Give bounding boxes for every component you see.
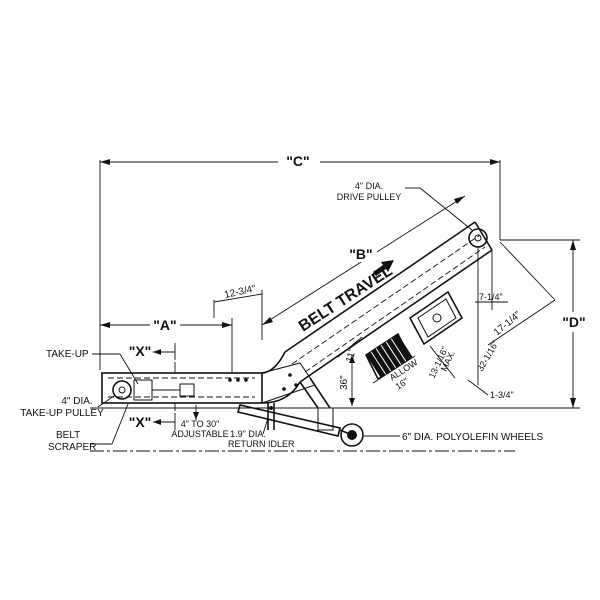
dimension-b: "B" <box>261 195 466 326</box>
take-up-callout: TAKE-UP <box>46 349 139 385</box>
adjustable-label-line1: 4" TO 30" <box>181 419 220 429</box>
return-idler-callout: 1.9" DIA. RETURN IDLER <box>228 417 295 449</box>
drive-pulley-label-line2: DRIVE PULLEY <box>337 192 402 202</box>
adjustable-callout: 4" TO 30" ADJUSTABLE <box>171 405 229 439</box>
dimension-x-bottom-label: "X" <box>129 414 152 430</box>
belt-scraper-callout: BELT SCRAPER <box>48 403 129 453</box>
dimension-1-3-4-label: 1-3/4" <box>490 390 514 400</box>
dimension-11: 11" <box>337 336 363 364</box>
dimension-12-3-4: 12-3/4" <box>213 283 263 340</box>
take-up-pulley-label-line2: TAKE-UP PULLEY <box>20 408 104 419</box>
belt-travel-arrow-icon <box>373 260 394 276</box>
dimension-x-top-label: "X" <box>129 343 152 359</box>
dimension-13-1-16: 13-1/16" MAX. <box>427 345 457 380</box>
belt-travel-label: BELT TRAVEL <box>296 262 396 335</box>
wheel-icon <box>340 423 364 447</box>
return-idler-label-line2: RETURN IDLER <box>228 439 295 449</box>
dimension-c: "C" <box>99 152 501 370</box>
dimension-a-label: "A" <box>153 317 176 333</box>
dimension-a: "A" <box>100 316 233 372</box>
wheels-callout: 6" DIA. POLYOLEFIN WHEELS <box>364 432 544 443</box>
dimension-36-label: 36" <box>339 375 350 390</box>
take-up-pulley-icon <box>112 380 132 400</box>
belt-scraper-label-line2: SCRAPER <box>48 442 96 453</box>
take-up-pulley-callout: 4" DIA. TAKE-UP PULLEY <box>20 395 115 419</box>
dimension-32-1-16-label: 32-1/16" <box>475 339 501 373</box>
undercarriage <box>237 377 364 447</box>
dimension-7-1-4-label: 7-1/4" <box>479 292 503 302</box>
take-up-label: TAKE-UP <box>46 349 89 360</box>
dimension-x-bottom: "X" <box>129 403 176 430</box>
dimension-11-label: 11" <box>344 347 358 364</box>
dimension-c-label: "C" <box>286 153 309 169</box>
dimension-d-label: "D" <box>562 314 585 330</box>
dimension-36: 36" <box>339 355 355 406</box>
dimension-x-top: "X" <box>129 343 176 373</box>
dimension-7-1-4: 7-1/4" <box>475 250 508 310</box>
dimension-32-1-16: 32-1/16" <box>475 246 501 385</box>
dimension-1-3-4: 1-3/4" <box>467 379 514 400</box>
drive-pulley-callout: 4" DIA. DRIVE PULLEY <box>337 181 473 231</box>
wheels-label: 6" DIA. POLYOLEFIN WHEELS <box>402 432 544 443</box>
motor: ALLOW 16" <box>364 332 420 392</box>
drive-pulley-label-line1: 4" DIA. <box>355 181 383 191</box>
dimension-d: "D" <box>470 239 590 409</box>
incline-frame <box>284 221 493 383</box>
take-up-pulley-label-line1: 4" DIA. <box>61 396 92 407</box>
adjustable-label-line2: ADJUSTABLE <box>171 429 228 439</box>
dimension-b-label: "B" <box>349 246 372 262</box>
belt-scraper-label-line1: BELT <box>56 430 80 441</box>
return-idler-label-line1: 1.9" DIA. <box>230 429 266 439</box>
dimension-12-3-4-label: 12-3/4" <box>223 283 257 300</box>
